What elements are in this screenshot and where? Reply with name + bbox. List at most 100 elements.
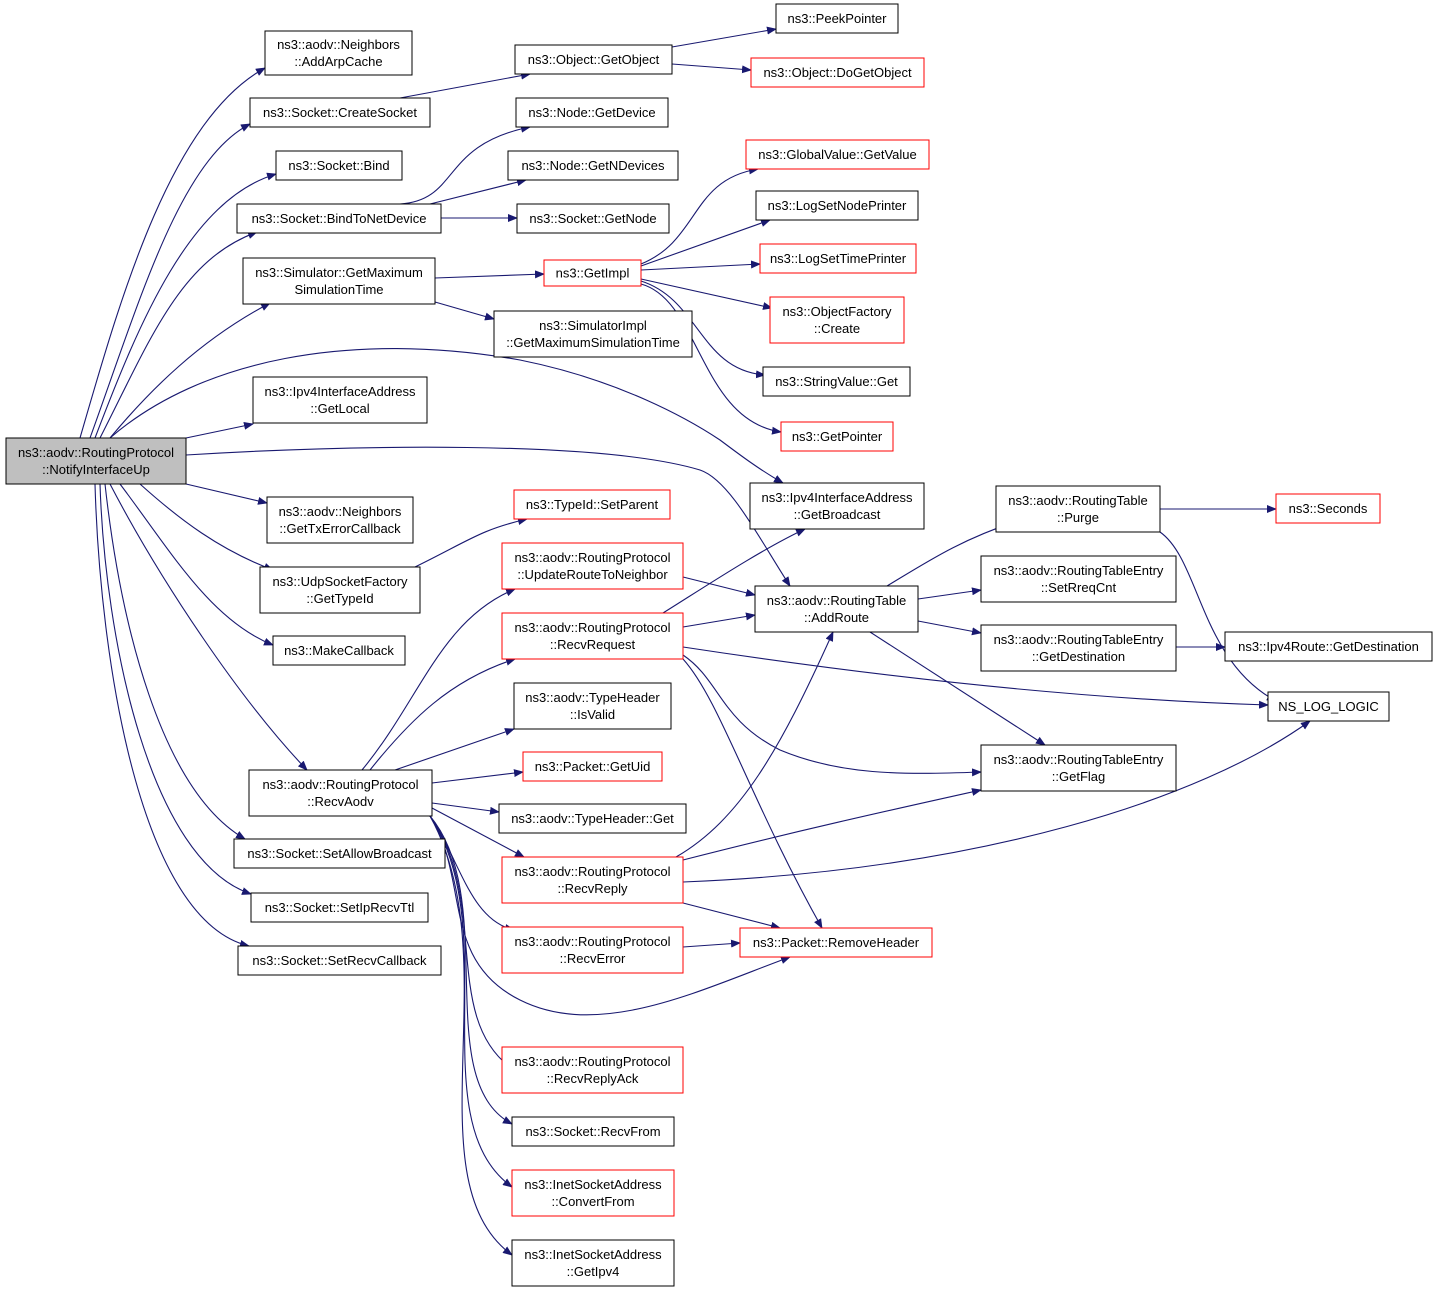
- node-recvreply[interactable]: ns3::aodv::RoutingProtocol::RecvReply: [501, 856, 684, 904]
- node-box: [493, 310, 693, 358]
- node-peekpointer[interactable]: ns3::PeekPointer: [775, 3, 899, 34]
- node-objfactory[interactable]: ns3::ObjectFactory::Create: [769, 296, 905, 344]
- node-box: [5, 437, 187, 485]
- edge-root-to-recvaodv: [109, 483, 308, 771]
- node-box: [272, 635, 406, 666]
- node-getipv4[interactable]: ns3::InetSocketAddress::GetIpv4: [511, 1239, 675, 1287]
- node-label: ns3::aodv::TypeHeader: [525, 690, 660, 705]
- node-recvreplyack[interactable]: ns3::aodv::RoutingProtocol::RecvReplyAck: [501, 1046, 684, 1094]
- node-sockgetnode[interactable]: ns3::Socket::GetNode: [516, 203, 670, 234]
- node-removeheader[interactable]: ns3::Packet::RemoveHeader: [739, 927, 933, 958]
- node-label: ns3::Object::GetObject: [528, 52, 660, 67]
- node-label: ns3::GlobalValue::GetValue: [758, 147, 917, 162]
- node-getpointer[interactable]: ns3::GetPointer: [780, 421, 894, 452]
- node-recvrequest[interactable]: ns3::aodv::RoutingProtocol::RecvRequest: [501, 612, 684, 660]
- node-getbroadcast[interactable]: ns3::Ipv4InterfaceAddress::GetBroadcast: [749, 482, 925, 530]
- node-addarp[interactable]: ns3::aodv::Neighbors::AddArpCache: [264, 30, 413, 76]
- node-box: [543, 259, 642, 287]
- node-label: ns3::Socket::SetIpRecvTtl: [265, 900, 415, 915]
- edge-getobject-to-peekpointer: [671, 26, 777, 48]
- node-label: ns3::Object::DoGetObject: [763, 65, 912, 80]
- edge-recvaodv-to-recvfrom: [429, 815, 513, 1125]
- node-label: ns3::GetImpl: [556, 266, 630, 281]
- node-simmax[interactable]: ns3::Simulator::GetMaximumSimulationTime: [242, 257, 436, 305]
- node-gettxerr[interactable]: ns3::aodv::Neighbors::GetTxErrorCallback: [266, 496, 414, 544]
- node-nsloglogic[interactable]: NS_LOG_LOGIC: [1267, 691, 1390, 722]
- node-box: [759, 243, 917, 274]
- node-box: [501, 1046, 684, 1094]
- node-lognode[interactable]: ns3::LogSetNodePrinter: [755, 190, 919, 221]
- node-bind[interactable]: ns3::Socket::Bind: [275, 150, 403, 181]
- node-seconds[interactable]: ns3::Seconds: [1275, 493, 1381, 524]
- node-logtime[interactable]: ns3::LogSetTimePrinter: [759, 243, 917, 274]
- node-box: [516, 203, 670, 234]
- node-addroute[interactable]: ns3::aodv::RoutingTable::AddRoute: [754, 585, 919, 633]
- node-convertfrom[interactable]: ns3::InetSocketAddress::ConvertFrom: [511, 1169, 675, 1217]
- node-getndevices[interactable]: ns3::Node::GetNDevices: [507, 150, 679, 181]
- edge-recvreply-to-nsloglogic: [682, 720, 1311, 883]
- node-bindtonet[interactable]: ns3::Socket::BindToNetDevice: [236, 203, 442, 234]
- node-getdevice[interactable]: ns3::Node::GetDevice: [515, 97, 669, 128]
- node-label: ns3::SimulatorImpl: [539, 318, 647, 333]
- edge-recvaodv-to-typeheadervalid: [394, 728, 515, 771]
- node-setiprecvttl[interactable]: ns3::Socket::SetIpRecvTtl: [250, 892, 429, 923]
- node-getdest[interactable]: ns3::aodv::RoutingTableEntry::GetDestina…: [980, 624, 1177, 672]
- node-purge[interactable]: ns3::aodv::RoutingTable::Purge: [995, 485, 1161, 533]
- edge-udpgettypeid-to-setparent: [414, 517, 528, 568]
- edge-recverror-to-removeheader: [682, 939, 741, 948]
- node-box: [501, 856, 684, 904]
- node-udpgettypeid[interactable]: ns3::UdpSocketFactory::GetTypeId: [259, 566, 421, 614]
- node-getlocal[interactable]: ns3::Ipv4InterfaceAddress::GetLocal: [252, 376, 428, 424]
- node-recvfrom[interactable]: ns3::Socket::RecvFrom: [511, 1116, 675, 1147]
- node-box: [1267, 691, 1390, 722]
- node-label: ::GetBroadcast: [794, 507, 881, 522]
- node-recvaodv[interactable]: ns3::aodv::RoutingProtocol::RecvAodv: [248, 769, 433, 817]
- node-label: ::Create: [814, 321, 860, 336]
- edge-root-to-setiprecvttl: [99, 483, 252, 895]
- edge-recvrequest-to-addroute: [682, 612, 756, 628]
- node-ipv4routedest[interactable]: ns3::Ipv4Route::GetDestination: [1224, 631, 1433, 662]
- edge-getimpl-to-getpointer: [640, 283, 782, 435]
- node-getflag[interactable]: ns3::aodv::RoutingTableEntry::GetFlag: [980, 744, 1177, 792]
- node-label: ns3::UdpSocketFactory: [272, 574, 408, 589]
- node-box: [252, 376, 428, 424]
- node-label: ::RecvReply: [557, 881, 628, 896]
- node-setrreqcnt[interactable]: ns3::aodv::RoutingTableEntry::SetRreqCnt: [980, 555, 1177, 603]
- edge-root-to-getlocal: [185, 421, 254, 439]
- node-label: ns3::ObjectFactory: [782, 304, 892, 319]
- node-stringvalue[interactable]: ns3::StringValue::Get: [762, 366, 911, 397]
- edge-recvrequest-to-getbroadcast: [662, 528, 806, 614]
- node-label: ns3::Node::GetNDevices: [521, 158, 665, 173]
- node-updroute[interactable]: ns3::aodv::RoutingProtocol::UpdateRouteT…: [501, 542, 684, 590]
- edge-recvreply-to-getflag: [682, 788, 982, 861]
- node-makecb[interactable]: ns3::MakeCallback: [272, 635, 406, 666]
- node-label: ::AddRoute: [804, 610, 869, 625]
- node-getobject[interactable]: ns3::Object::GetObject: [514, 44, 673, 75]
- node-getuid[interactable]: ns3::Packet::GetUid: [522, 751, 663, 782]
- node-label: ::RecvRequest: [550, 637, 636, 652]
- node-getimpl[interactable]: ns3::GetImpl: [543, 259, 642, 287]
- node-createsock[interactable]: ns3::Socket::CreateSocket: [249, 97, 431, 128]
- node-box: [501, 926, 684, 974]
- node-setallowbc[interactable]: ns3::Socket::SetAllowBroadcast: [233, 838, 446, 869]
- node-globalvalue[interactable]: ns3::GlobalValue::GetValue: [745, 139, 930, 170]
- node-recverror[interactable]: ns3::aodv::RoutingProtocol::RecvError: [501, 926, 684, 974]
- node-label: ::Purge: [1057, 510, 1099, 525]
- node-dogetobject[interactable]: ns3::Object::DoGetObject: [750, 57, 925, 88]
- node-typeheadervalid[interactable]: ns3::aodv::TypeHeader::IsValid: [513, 682, 672, 730]
- edge-recvrequest-to-removeheader: [682, 658, 823, 929]
- node-label: ::GetTxErrorCallback: [279, 521, 401, 536]
- node-label: ns3::StringValue::Get: [775, 374, 898, 389]
- node-setrecvcb[interactable]: ns3::Socket::SetRecvCallback: [237, 945, 442, 976]
- node-simimplmax[interactable]: ns3::SimulatorImpl::GetMaximumSimulation…: [493, 310, 693, 358]
- node-typeheaderget[interactable]: ns3::aodv::TypeHeader::Get: [498, 803, 687, 834]
- node-root[interactable]: ns3::aodv::RoutingProtocol::NotifyInterf…: [5, 437, 187, 485]
- edge-simmax-to-getimpl: [434, 270, 545, 279]
- node-label: ::RecvError: [560, 951, 626, 966]
- node-box: [250, 892, 429, 923]
- node-label: ::GetDestination: [1032, 649, 1125, 664]
- edges-layer: [79, 26, 1311, 1256]
- node-setparent[interactable]: ns3::TypeId::SetParent: [513, 489, 671, 520]
- node-box: [980, 624, 1177, 672]
- node-label: ::GetTypeId: [306, 591, 373, 606]
